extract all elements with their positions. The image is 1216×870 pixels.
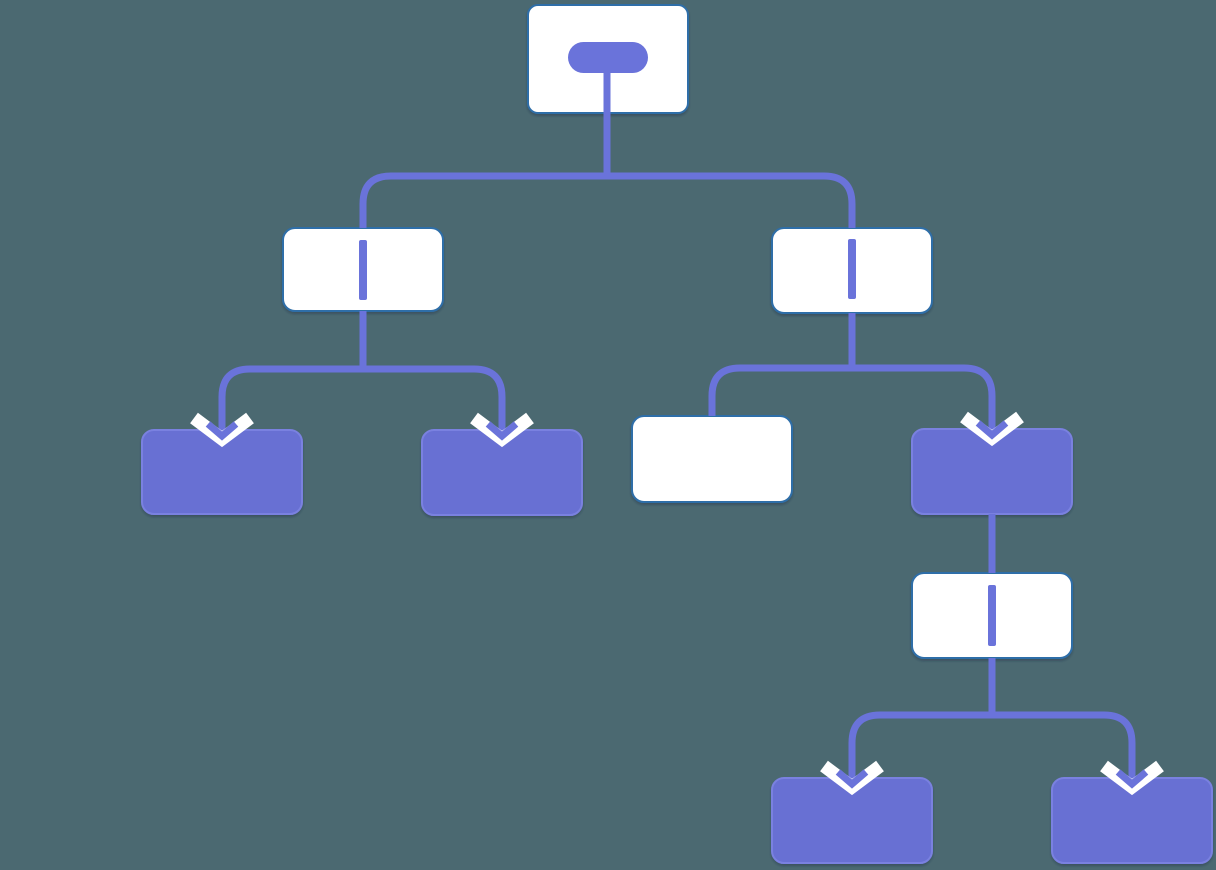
glyph-layer [359,42,996,646]
chevron-purple-icon [205,421,239,441]
node-layer [141,4,1213,864]
vertical-bar-icon [848,239,856,299]
arrowhead-icon [470,412,534,448]
arrowhead-icon [190,412,254,448]
connector-tier1-fork [359,172,856,228]
connector-left-fork [218,365,506,430]
connector-bottom-fork [848,711,1136,778]
vertical-bar-icon [988,585,996,646]
chevron-purple-icon [1115,769,1149,789]
arrow-layer [190,411,1164,796]
arrowhead-icon [960,411,1024,447]
edge-layer [218,70,1136,778]
vertical-bar-icon [359,240,367,300]
connector-right-fork [708,364,996,429]
arrowhead-icon [820,760,884,796]
arrowhead-icon [1100,760,1164,796]
chevron-purple-icon [485,421,519,441]
chevron-purple-icon [835,769,869,789]
root-pill-icon [568,42,648,73]
chevron-purple-icon [975,420,1009,440]
node-empty[interactable] [631,415,793,503]
